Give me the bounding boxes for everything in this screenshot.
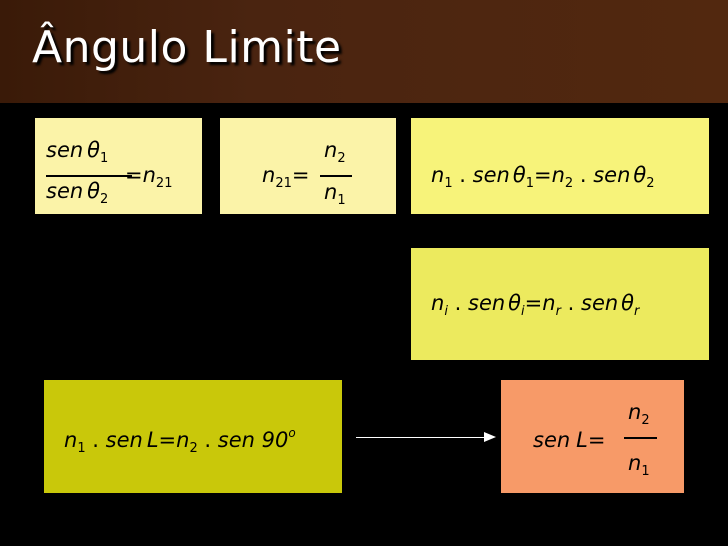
theta-symbol: θ — [621, 291, 635, 315]
sen-text: sen — [46, 138, 84, 162]
subscript: 21 — [275, 176, 292, 191]
formula-box-relative-index: n21= n2 n1 — [220, 118, 396, 214]
subscript: 2 — [189, 441, 198, 456]
n-symbol: n — [262, 163, 276, 187]
subscript: 2 — [564, 176, 574, 191]
subscript: r — [634, 304, 640, 319]
dot: . — [454, 291, 462, 315]
subscript: 2 — [100, 192, 109, 207]
n-symbol: n — [628, 400, 642, 424]
arrow-line — [356, 437, 486, 438]
denominator: n1 — [628, 451, 650, 479]
n-symbol: n — [324, 138, 338, 162]
n-symbol: n — [142, 163, 156, 187]
n-symbol: n — [324, 180, 338, 204]
fraction-line — [320, 175, 352, 177]
equals-sign: = — [291, 163, 310, 187]
n-symbol: n — [628, 451, 642, 475]
n-symbol: n — [551, 163, 565, 187]
subscript: i — [521, 304, 525, 319]
subscript: r — [555, 304, 561, 319]
subscript: 1 — [337, 193, 346, 208]
theta-symbol: θ — [633, 163, 647, 187]
slide-title: Ângulo Limite — [32, 22, 342, 73]
fraction-line — [46, 175, 132, 177]
subscript: 1 — [525, 176, 534, 191]
sen-text: sen — [533, 428, 571, 452]
equals-sign: = — [587, 428, 606, 452]
rhs: =n21 — [125, 163, 172, 191]
theta-symbol: θ — [87, 138, 101, 162]
title-bar: Ângulo Limite — [0, 0, 728, 103]
n-symbol: n — [431, 291, 445, 315]
subscript: 2 — [337, 151, 346, 166]
lhs: n21= — [262, 163, 310, 191]
n-symbol: n — [542, 291, 556, 315]
fraction-line — [624, 437, 657, 439]
dot: . — [459, 163, 466, 187]
numerator: n2 — [628, 400, 650, 428]
dot: . — [204, 428, 212, 452]
equals-sign: = — [158, 428, 177, 452]
n-symbol: n — [431, 163, 445, 187]
sen-text: sen — [46, 179, 84, 203]
subscript: i — [444, 304, 448, 319]
arrow-head-icon — [484, 432, 496, 442]
dot: . — [92, 428, 99, 452]
subscript: 2 — [646, 176, 655, 191]
subscript: 1 — [77, 441, 86, 456]
equals-sign: = — [533, 163, 552, 187]
numerator: n2 — [324, 138, 346, 166]
subscript: 1 — [444, 176, 453, 191]
theta-symbol: θ — [508, 291, 522, 315]
sen-text: sen — [593, 163, 631, 187]
n-symbol: n — [64, 428, 78, 452]
theta-symbol: θ — [87, 179, 101, 203]
L-symbol: L — [146, 428, 159, 452]
L-symbol: L — [576, 428, 588, 452]
n-symbol: n — [176, 428, 190, 452]
subscript: 2 — [641, 413, 650, 428]
dot: . — [579, 163, 587, 187]
denominator: n1 — [324, 180, 346, 208]
subscript: 1 — [641, 464, 650, 479]
subscript: 1 — [100, 151, 109, 166]
equals-sign: = — [125, 163, 143, 187]
dot: . — [567, 291, 575, 315]
sen-text: sen — [581, 291, 619, 315]
sen-text: sen — [468, 291, 506, 315]
sen90-text: sen 90 — [217, 428, 289, 452]
degree-superscript: o — [288, 426, 296, 440]
sen-text: sen — [105, 428, 143, 452]
sen-text: sen — [472, 163, 510, 187]
theta-symbol: θ — [512, 163, 526, 187]
subscript: 21 — [155, 176, 173, 191]
equals-sign: = — [524, 291, 543, 315]
